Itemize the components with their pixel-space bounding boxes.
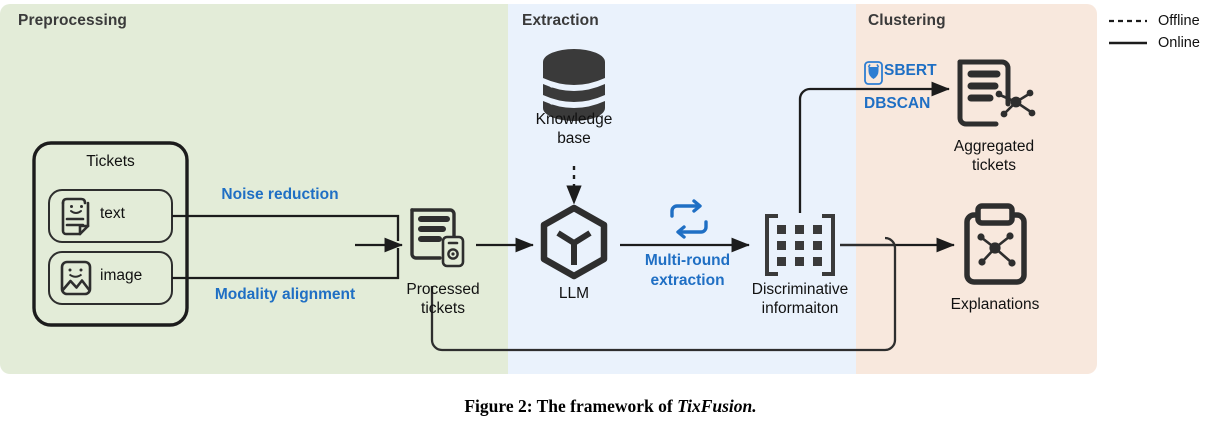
edge-label-multi-round-2: extraction bbox=[650, 272, 725, 289]
discriminative-label-1: Discriminative bbox=[751, 281, 849, 298]
figure-caption-emphasis: TixFusion. bbox=[677, 396, 757, 416]
edge-label-noise-reduction: Noise reduction bbox=[221, 186, 339, 203]
knowledge-base-label-1: Knowledge bbox=[535, 111, 613, 128]
panel-extraction bbox=[508, 4, 856, 374]
edge-label-modality-alignment: Modality alignment bbox=[214, 286, 356, 303]
legend-item-online: Online bbox=[1108, 32, 1200, 54]
legend-solid-line-icon bbox=[1109, 41, 1147, 45]
legend-dashed-line-icon bbox=[1109, 19, 1147, 23]
knowledge-base-label-2: base bbox=[557, 130, 591, 147]
discriminative-label-2: informaiton bbox=[761, 300, 839, 317]
edge-label-sbert: SBERT bbox=[884, 62, 937, 79]
legend: Offline Online bbox=[1108, 10, 1200, 54]
legend-label-offline: Offline bbox=[1158, 13, 1200, 29]
llm-label: LLM bbox=[558, 285, 590, 302]
figure-caption-prefix: Figure 2: The framework of bbox=[464, 396, 678, 416]
panel-clustering bbox=[856, 4, 1097, 374]
ticket-image-label: image bbox=[100, 267, 143, 284]
processed-tickets-label-2: tickets bbox=[421, 300, 465, 317]
aggregated-tickets-label-1: Aggregated bbox=[953, 138, 1035, 155]
explanations-label: Explanations bbox=[950, 296, 1040, 313]
aggregated-tickets-label-2: tickets bbox=[972, 157, 1016, 174]
edge-label-dbscan: DBSCAN bbox=[864, 95, 931, 112]
processed-tickets-label-1: Processed bbox=[406, 281, 480, 298]
legend-item-offline: Offline bbox=[1108, 10, 1200, 32]
panel-title-extraction: Extraction bbox=[522, 12, 599, 29]
edge-label-multi-round-1: Multi-round bbox=[644, 252, 731, 269]
figure-caption: Figure 2: The framework of TixFusion. bbox=[0, 396, 1221, 417]
legend-label-online: Online bbox=[1158, 35, 1200, 51]
ticket-text-label: text bbox=[100, 205, 125, 222]
tickets-group-label: Tickets bbox=[86, 153, 135, 170]
panel-title-clustering: Clustering bbox=[868, 12, 946, 29]
panel-title-preprocessing: Preprocessing bbox=[18, 12, 127, 29]
